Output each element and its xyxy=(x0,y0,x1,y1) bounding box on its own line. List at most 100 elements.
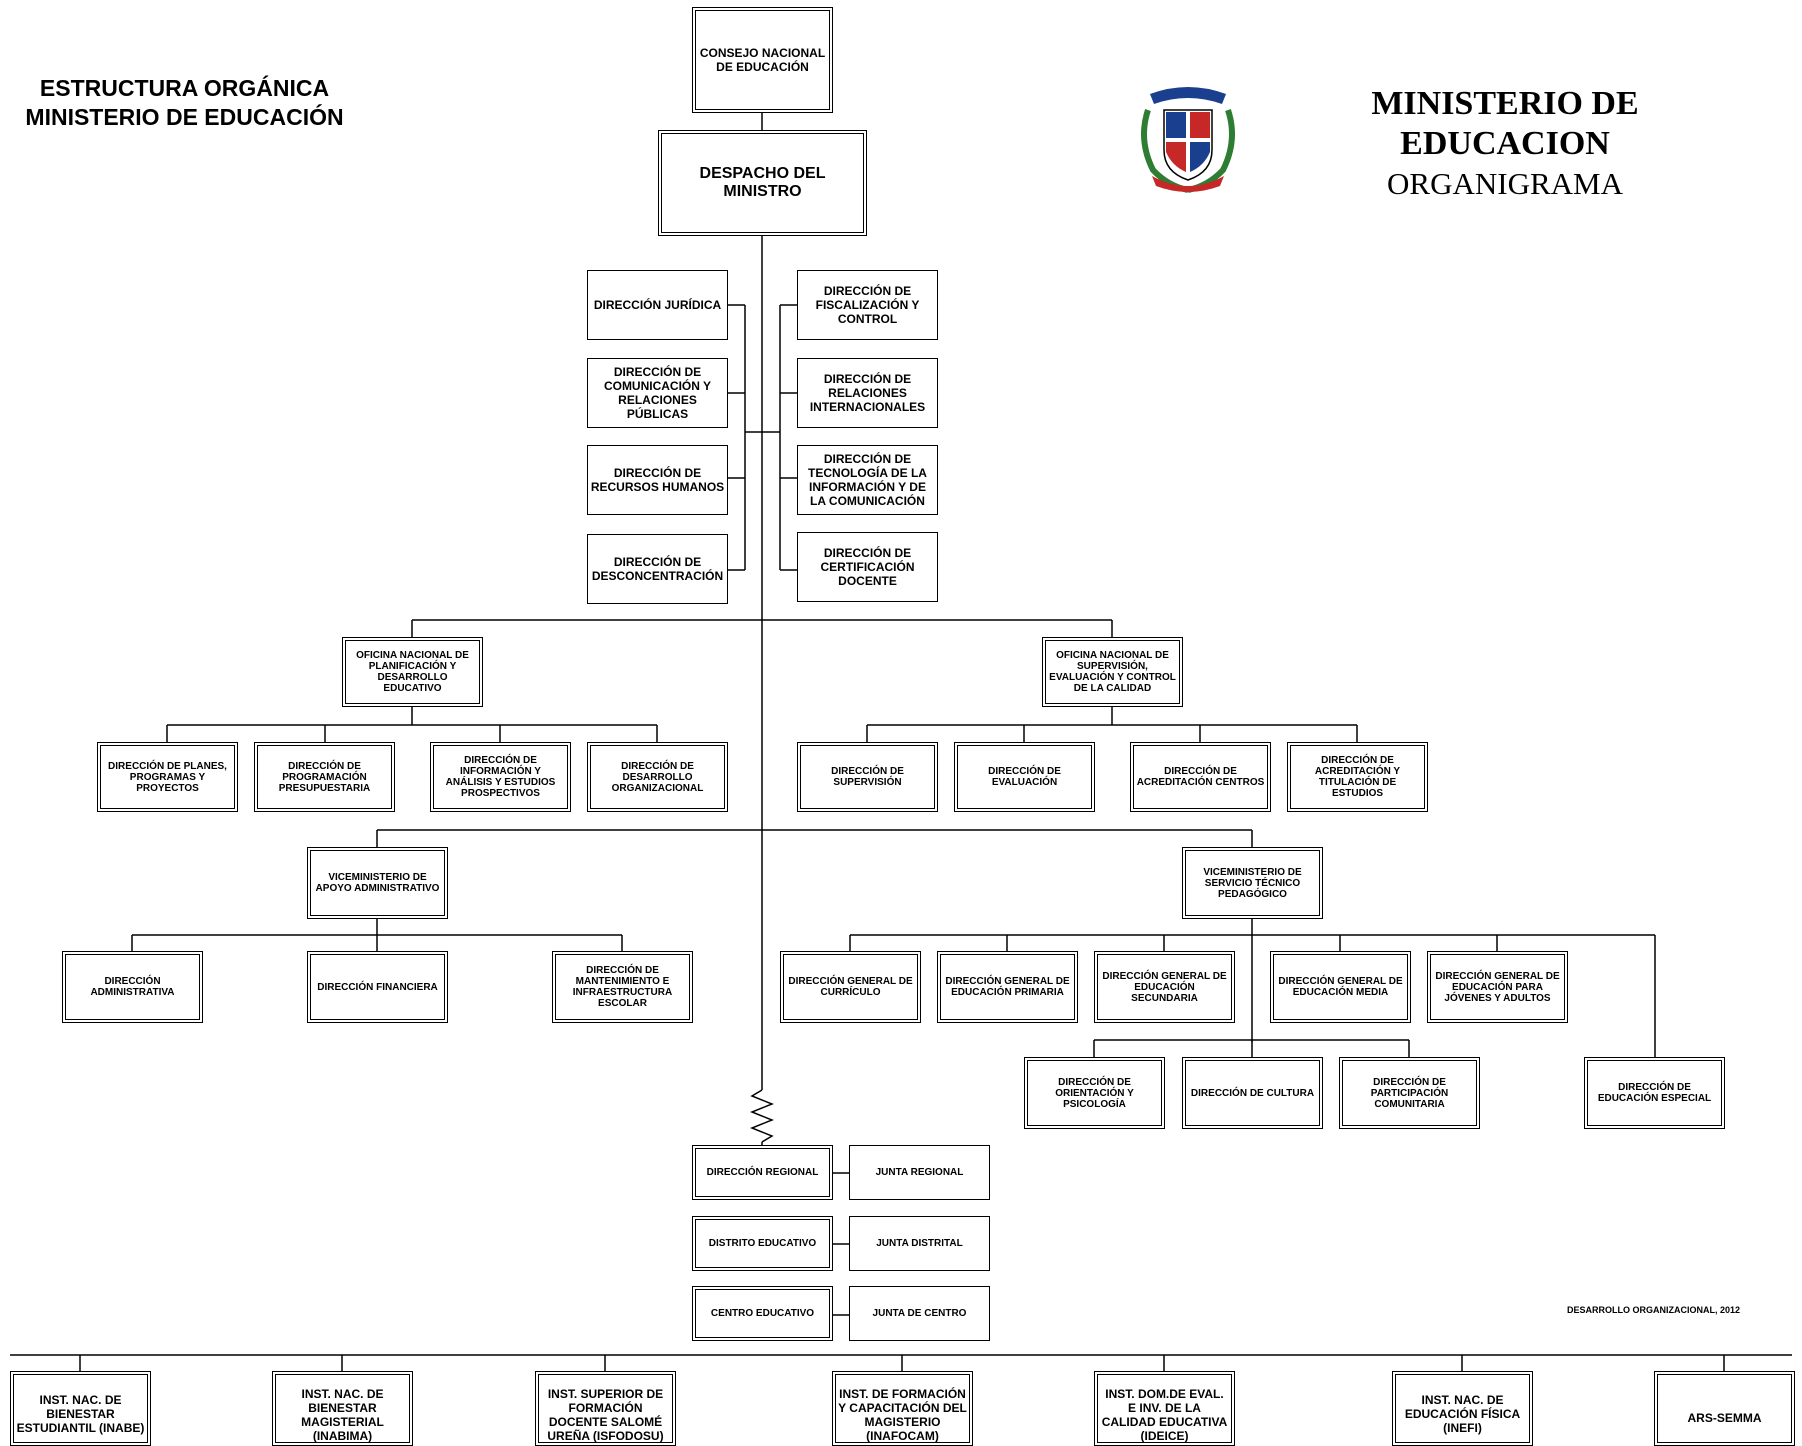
page-title-right: MINISTERIO DE EDUCACION ORGANIGRAMA xyxy=(1265,84,1745,204)
consejo-nacional-label: CONSEJO NACIONAL DE EDUCACIÓN xyxy=(699,46,826,74)
direccion-fiscalizacion-box[interactable]: DIRECCIÓN DE FISCALIZACIÓN Y CONTROL xyxy=(797,270,938,340)
direccion-desconcentracion-label: DIRECCIÓN DE DESCONCENTRACIÓN xyxy=(591,555,724,583)
direccion-tic-box[interactable]: DIRECCIÓN DE TECNOLOGÍA DE LA INFORMACIÓ… xyxy=(797,445,938,515)
direccion-comunicacion-box[interactable]: DIRECCIÓN DE COMUNICACIÓN Y RELACIONES P… xyxy=(587,358,728,428)
junta-centro-label: JUNTA DE CENTRO xyxy=(872,1308,967,1319)
direccion-acreditacion-titulacion-box[interactable]: DIRECCIÓN DE ACREDITACIÓN Y TITULACIÓN D… xyxy=(1287,742,1428,812)
direccion-regional-label: DIRECCIÓN REGIONAL xyxy=(706,1167,819,1178)
direccion-financiera-label: DIRECCIÓN FINANCIERA xyxy=(317,981,438,993)
direccion-especial-box[interactable]: DIRECCIÓN DE EDUCACIÓN ESPECIAL xyxy=(1584,1057,1725,1129)
direccion-curriculo-box[interactable]: DIRECCIÓN GENERAL DE CURRÍCULO xyxy=(780,951,921,1023)
direccion-planes-box[interactable]: DIRECCIÓN DE PLANES, PROGRAMAS Y PROYECT… xyxy=(97,742,238,812)
inafocam-box[interactable]: INST. DE FORMACIÓN Y CAPACITACIÓN DEL MA… xyxy=(832,1371,973,1446)
inafocam-label: INST. DE FORMACIÓN Y CAPACITACIÓN DEL MA… xyxy=(838,1387,967,1443)
ideice-label: INST. DOM.DE EVAL. E INV. DE LA CALIDAD … xyxy=(1101,1387,1228,1443)
direccion-primaria-box[interactable]: DIRECCIÓN GENERAL DE EDUCACIÓN PRIMARIA xyxy=(937,951,1078,1023)
direccion-acreditacion-centros-box[interactable]: DIRECCIÓN DE ACREDITACIÓN CENTROS xyxy=(1130,742,1271,812)
direccion-especial-label: DIRECCIÓN DE EDUCACIÓN ESPECIAL xyxy=(1597,1082,1712,1104)
junta-regional-label: JUNTA REGIONAL xyxy=(875,1167,964,1178)
direccion-participacion-label: DIRECCIÓN DE PARTICIPACIÓN COMUNITARIA xyxy=(1370,1076,1449,1110)
direccion-jovenes-adultos-label: DIRECCIÓN GENERAL DE EDUCACIÓN PARA JÓVE… xyxy=(1435,970,1560,1004)
direccion-regional-box[interactable]: DIRECCIÓN REGIONAL xyxy=(692,1145,833,1200)
direccion-administrativa-box[interactable]: DIRECCIÓN ADMINISTRATIVA xyxy=(62,951,203,1023)
title-left-line1: ESTRUCTURA ORGÁNICA xyxy=(39,75,330,101)
direccion-desarrollo-organizacional-label: DIRECCIÓN DE DESARROLLO ORGANIZACIONAL xyxy=(611,760,704,794)
viceministerio-apoyo-administrativo-box[interactable]: VICEMINISTERIO DE APOYO ADMINISTRATIVO xyxy=(307,847,448,919)
direccion-administrativa-label: DIRECCIÓN ADMINISTRATIVA xyxy=(90,976,175,998)
page-title-left: ESTRUCTURA ORGÁNICA MINISTERIO DE EDUCAC… xyxy=(12,74,357,132)
centro-educativo-box[interactable]: CENTRO EDUCATIVO xyxy=(692,1286,833,1341)
direccion-jovenes-adultos-box[interactable]: DIRECCIÓN GENERAL DE EDUCACIÓN PARA JÓVE… xyxy=(1427,951,1568,1023)
direccion-evaluacion-box[interactable]: DIRECCIÓN DE EVALUACIÓN xyxy=(954,742,1095,812)
direccion-certificacion-box[interactable]: DIRECCIÓN DE CERTIFICACIÓN DOCENTE xyxy=(797,532,938,602)
direccion-programacion-label: DIRECCIÓN DE PROGRAMACIÓN PRESUPUESTARIA xyxy=(278,760,371,794)
viceministerio-apoyo-administrativo-label: VICEMINISTERIO DE APOYO ADMINISTRATIVO xyxy=(315,872,440,894)
direccion-informacion-box[interactable]: DIRECCIÓN DE INFORMACIÓN Y ANÁLISIS Y ES… xyxy=(430,742,571,812)
direccion-media-box[interactable]: DIRECCIÓN GENERAL DE EDUCACIÓN MEDIA xyxy=(1270,951,1411,1023)
direccion-planes-label: DIRECCIÓN DE PLANES, PROGRAMAS Y PROYECT… xyxy=(108,760,227,794)
direccion-media-label: DIRECCIÓN GENERAL DE EDUCACIÓN MEDIA xyxy=(1278,976,1403,998)
direccion-secundaria-label: DIRECCIÓN GENERAL DE EDUCACIÓN SECUNDARI… xyxy=(1102,970,1227,1004)
inefi-label: INST. NAC. DE EDUCACIÓN FÍSICA (INEFI) xyxy=(1404,1393,1521,1435)
direccion-fiscalizacion-label: DIRECCIÓN DE FISCALIZACIÓN Y CONTROL xyxy=(815,284,920,326)
inabe-box[interactable]: INST. NAC. DE BIENESTAR ESTUDIANTIL (INA… xyxy=(10,1371,151,1446)
coat-of-arms-icon xyxy=(1128,80,1248,196)
direccion-orientacion-label: DIRECCIÓN DE ORIENTACIÓN Y PSICOLOGÍA xyxy=(1055,1076,1134,1110)
oficina-planificacion-box[interactable]: OFICINA NACIONAL DE PLANIFICACIÓN Y DESA… xyxy=(342,637,483,707)
junta-centro-box[interactable]: JUNTA DE CENTRO xyxy=(849,1286,990,1341)
direccion-cultura-box[interactable]: DIRECCIÓN DE CULTURA xyxy=(1182,1057,1323,1129)
direccion-mantenimiento-box[interactable]: DIRECCIÓN DE MANTENIMIENTO E INFRAESTRUC… xyxy=(552,951,693,1023)
direccion-curriculo-label: DIRECCIÓN GENERAL DE CURRÍCULO xyxy=(788,976,913,998)
direccion-desconcentracion-box[interactable]: DIRECCIÓN DE DESCONCENTRACIÓN xyxy=(587,534,728,604)
direccion-tic-label: DIRECCIÓN DE TECNOLOGÍA DE LA INFORMACIÓ… xyxy=(808,452,927,508)
direccion-financiera-box[interactable]: DIRECCIÓN FINANCIERA xyxy=(307,951,448,1023)
oficina-supervision-label: OFICINA NACIONAL DE SUPERVISIÓN, EVALUAC… xyxy=(1049,650,1176,694)
direccion-certificacion-label: DIRECCIÓN DE CERTIFICACIÓN DOCENTE xyxy=(820,546,915,588)
direccion-orientacion-box[interactable]: DIRECCIÓN DE ORIENTACIÓN Y PSICOLOGÍA xyxy=(1024,1057,1165,1129)
despacho-ministro-box[interactable]: DESPACHO DEL MINISTRO xyxy=(658,130,867,236)
title-right-line2: ORGANIGRAMA xyxy=(1387,166,1623,201)
inabe-label: INST. NAC. DE BIENESTAR ESTUDIANTIL (INA… xyxy=(16,1393,145,1435)
ars-semma-box[interactable]: ARS-SEMMA xyxy=(1654,1371,1795,1446)
direccion-informacion-label: DIRECCIÓN DE INFORMACIÓN Y ANÁLISIS Y ES… xyxy=(445,755,556,799)
inabima-box[interactable]: INST. NAC. DE BIENESTAR MAGISTERIAL (INA… xyxy=(272,1371,413,1446)
distrito-educativo-box[interactable]: DISTRITO EDUCATIVO xyxy=(692,1216,833,1271)
consejo-nacional-box[interactable]: CONSEJO NACIONAL DE EDUCACIÓN xyxy=(692,7,833,113)
direccion-secundaria-box[interactable]: DIRECCIÓN GENERAL DE EDUCACIÓN SECUNDARI… xyxy=(1094,951,1235,1023)
junta-regional-box[interactable]: JUNTA REGIONAL xyxy=(849,1145,990,1200)
ars-semma-label: ARS-SEMMA xyxy=(1687,1411,1762,1425)
ideice-box[interactable]: INST. DOM.DE EVAL. E INV. DE LA CALIDAD … xyxy=(1094,1371,1235,1446)
direccion-participacion-box[interactable]: DIRECCIÓN DE PARTICIPACIÓN COMUNITARIA xyxy=(1339,1057,1480,1129)
title-right-line1: MINISTERIO DE EDUCACION xyxy=(1371,85,1639,162)
inabima-label: INST. NAC. DE BIENESTAR MAGISTERIAL (INA… xyxy=(301,1387,384,1443)
direccion-rrhh-box[interactable]: DIRECCIÓN DE RECURSOS HUMANOS xyxy=(587,445,728,515)
direccion-juridica-label: DIRECCIÓN JURÍDICA xyxy=(593,298,722,312)
direccion-cultura-label: DIRECCIÓN DE CULTURA xyxy=(1190,1087,1315,1099)
direccion-rrhh-label: DIRECCIÓN DE RECURSOS HUMANOS xyxy=(590,466,725,494)
despacho-ministro-label: DESPACHO DEL MINISTRO xyxy=(699,165,826,200)
direccion-desarrollo-organizacional-box[interactable]: DIRECCIÓN DE DESARROLLO ORGANIZACIONAL xyxy=(587,742,728,812)
direccion-mantenimiento-label: DIRECCIÓN DE MANTENIMIENTO E INFRAESTRUC… xyxy=(572,965,673,1009)
direccion-primaria-label: DIRECCIÓN GENERAL DE EDUCACIÓN PRIMARIA xyxy=(945,976,1070,998)
direccion-programacion-box[interactable]: DIRECCIÓN DE PROGRAMACIÓN PRESUPUESTARIA xyxy=(254,742,395,812)
junta-distrital-label: JUNTA DISTRITAL xyxy=(876,1238,963,1249)
direccion-acreditacion-titulacion-label: DIRECCIÓN DE ACREDITACIÓN Y TITULACIÓN D… xyxy=(1314,755,1401,799)
oficina-planificacion-label: OFICINA NACIONAL DE PLANIFICACIÓN Y DESA… xyxy=(356,650,469,694)
direccion-relaciones-internacionales-box[interactable]: DIRECCIÓN DE RELACIONES INTERNACIONALES xyxy=(797,358,938,428)
title-left-line2: MINISTERIO DE EDUCACIÓN xyxy=(25,104,344,130)
isfodosu-box[interactable]: INST. SUPERIOR DE FORMACIÓN DOCENTE SALO… xyxy=(535,1371,676,1446)
direccion-juridica-box[interactable]: DIRECCIÓN JURÍDICA xyxy=(587,270,728,340)
inefi-box[interactable]: INST. NAC. DE EDUCACIÓN FÍSICA (INEFI) xyxy=(1392,1371,1533,1446)
centro-educativo-label: CENTRO EDUCATIVO xyxy=(710,1308,815,1319)
direccion-comunicacion-label: DIRECCIÓN DE COMUNICACIÓN Y RELACIONES P… xyxy=(603,365,712,421)
oficina-supervision-box[interactable]: OFICINA NACIONAL DE SUPERVISIÓN, EVALUAC… xyxy=(1042,637,1183,707)
direccion-acreditacion-centros-label: DIRECCIÓN DE ACREDITACIÓN CENTROS xyxy=(1136,766,1265,788)
junta-distrital-box[interactable]: JUNTA DISTRITAL xyxy=(849,1216,990,1271)
direccion-supervision-box[interactable]: DIRECCIÓN DE SUPERVISIÓN xyxy=(797,742,938,812)
viceministerio-servicio-tecnico-label: VICEMINISTERIO DE SERVICIO TÉCNICO PEDAG… xyxy=(1203,866,1302,900)
isfodosu-label: INST. SUPERIOR DE FORMACIÓN DOCENTE SALO… xyxy=(547,1387,664,1443)
footnote: DESARROLLO ORGANIZACIONAL, 2012 xyxy=(1566,1305,1740,1315)
viceministerio-servicio-tecnico-box[interactable]: VICEMINISTERIO DE SERVICIO TÉCNICO PEDAG… xyxy=(1182,847,1323,919)
direccion-evaluacion-label: DIRECCIÓN DE EVALUACIÓN xyxy=(988,766,1061,788)
